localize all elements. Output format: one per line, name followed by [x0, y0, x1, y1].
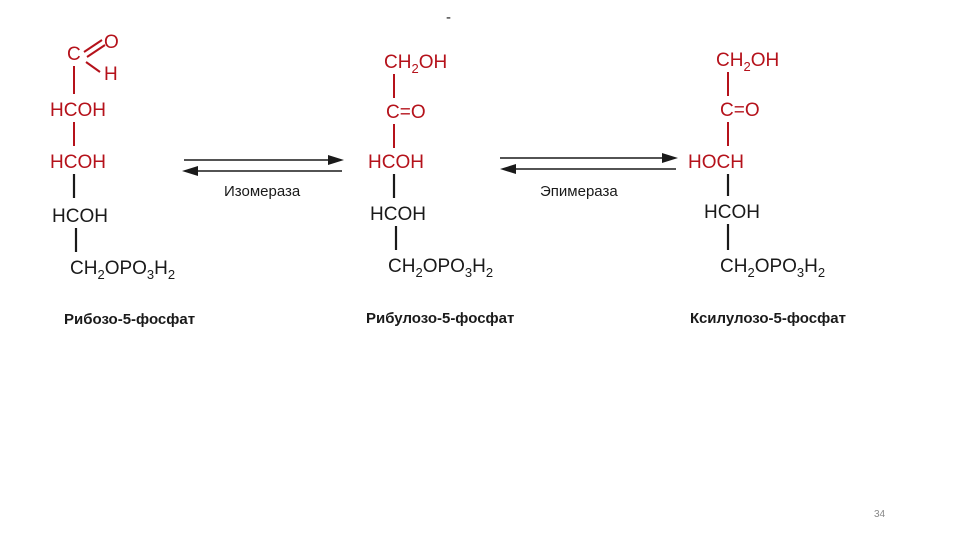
xylulose-5-phosphate-label: Ксилулозо-5-фосфат — [690, 310, 846, 327]
ribose-c1-carbon: C — [67, 44, 81, 65]
ribose-c1-oxygen: O — [104, 32, 119, 53]
ribulose-c2: C=O — [386, 102, 426, 123]
ribulose-c5-phosphate: CH2OPO3H2 — [388, 256, 493, 280]
top-mark: - — [446, 9, 451, 26]
epimerase-equilibrium-arrows — [500, 153, 678, 174]
xylulose-c3: HOCH — [688, 152, 744, 173]
xylulose-c4: HCOH — [704, 202, 760, 223]
ribose-5-phosphate-label: Рибозо-5-фосфат — [64, 311, 195, 328]
page-number: 34 — [874, 509, 886, 520]
isomerase-equilibrium-arrows — [182, 155, 344, 176]
ribulose-c3: HCOH — [368, 152, 424, 173]
ribose-c3: HCOH — [50, 152, 106, 173]
ribulose-5-phosphate-structure: CH2OH C=O HCOH HCOH CH2OPO3H2 — [368, 52, 493, 280]
ribulose-c4: HCOH — [370, 204, 426, 225]
epimerase-label: Эпимераза — [540, 183, 618, 200]
ribose-c1-o-double-bond-a — [83, 39, 103, 53]
ribulose-c1: CH2OH — [384, 52, 447, 76]
xylulose-5-phosphate-structure: CH2OH C=O HOCH HCOH CH2OPO3H2 — [688, 50, 825, 280]
ribose-c1-o-double-bond-b — [86, 44, 106, 58]
ribose-c5-phosphate: CH2OPO3H2 — [70, 258, 175, 282]
isomerase-label: Изомераза — [224, 183, 301, 200]
ribose-c2: HCOH — [50, 100, 106, 121]
ribulose-5-phosphate-label: Рибулозо-5-фосфат — [366, 310, 514, 327]
xylulose-c5-phosphate: CH2OPO3H2 — [720, 256, 825, 280]
ribose-5-phosphate-structure: C O H HCOH HCOH HCOH CH2OPO3H2 — [50, 32, 175, 282]
xylulose-c1: CH2OH — [716, 50, 779, 74]
ribose-c1-hydrogen: H — [104, 64, 118, 85]
ribose-c1-h-bond — [85, 61, 101, 73]
xylulose-c2: C=O — [720, 100, 760, 121]
ribose-c4: HCOH — [52, 206, 108, 227]
